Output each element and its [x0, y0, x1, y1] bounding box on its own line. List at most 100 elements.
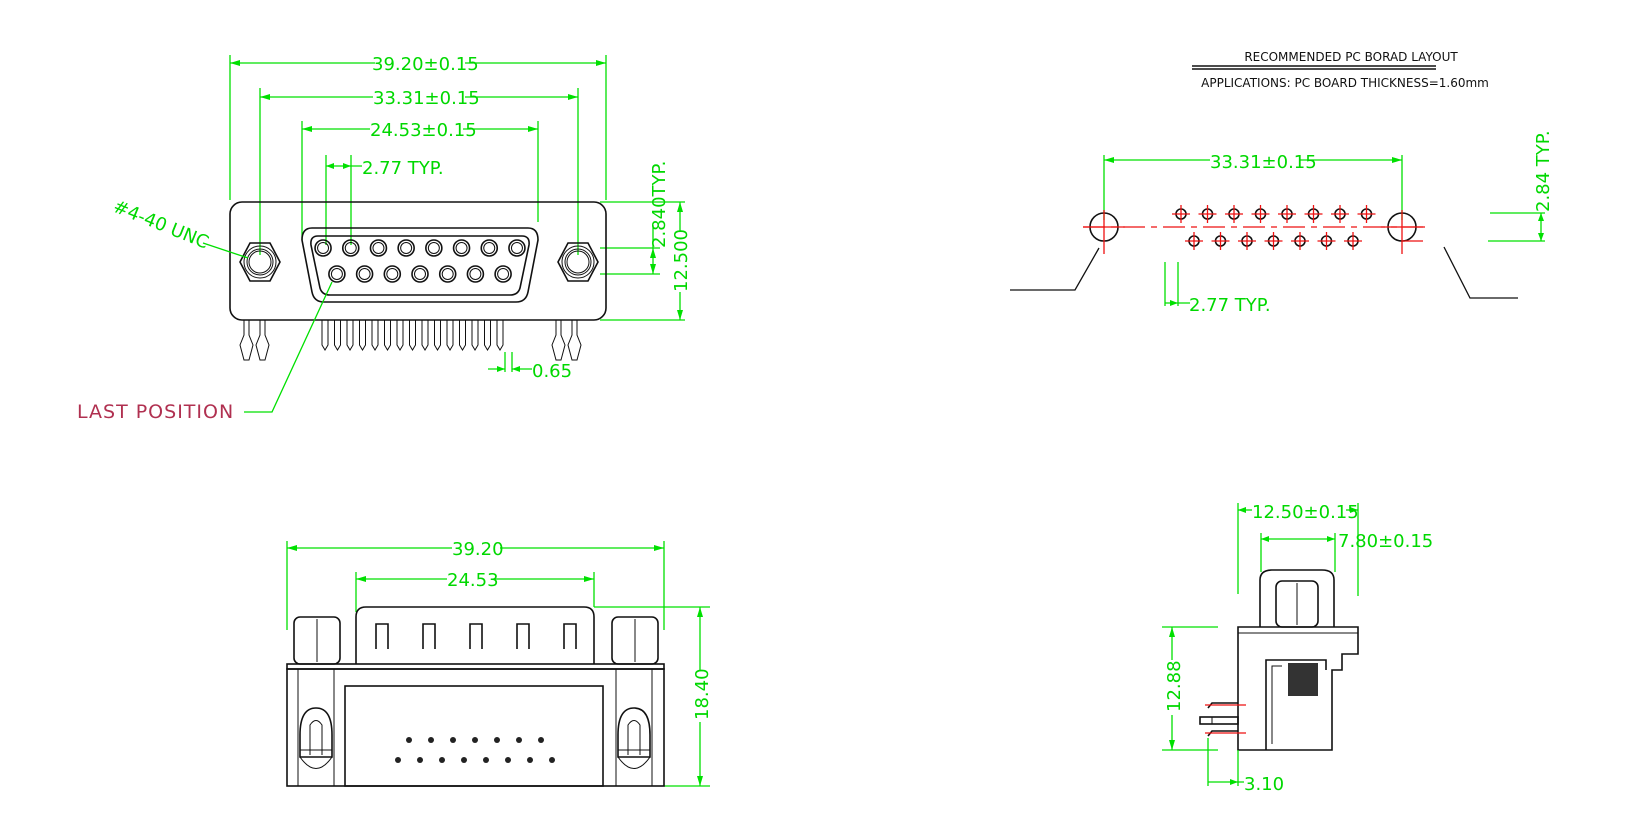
pcb-layout-view: RECOMMENDED PC BORAD LAYOUT APPLICATIONS…: [1010, 50, 1554, 316]
solder-pin: [321, 320, 329, 351]
hex-nut-right: [557, 242, 599, 282]
pin-socket: [425, 239, 443, 257]
pin-socket-inner: [510, 242, 523, 254]
pcb-dim-pitch: 2.77 TYP.: [1164, 262, 1271, 316]
boardlock-right: [615, 669, 653, 786]
dim-label-row-spacing: 2.840TYP.: [649, 161, 670, 248]
d-shell-outer: [301, 227, 539, 303]
bottom-dim-overall: 39.20: [287, 539, 664, 560]
solder-pin: [409, 320, 416, 351]
shell-slot: [469, 623, 483, 649]
bottom-shell: [355, 606, 595, 664]
dim-label-mount-holes: 33.31±0.15: [373, 88, 480, 109]
pin-socket: [494, 265, 512, 283]
connector-body: [229, 201, 607, 321]
pin-dot: [538, 737, 544, 743]
solder-pin: [446, 320, 454, 351]
pin-dot: [494, 737, 500, 743]
pin-dot: [417, 757, 423, 763]
side-screw-thread: [1288, 663, 1318, 696]
pin-socket-inner: [400, 242, 413, 254]
pin-socket: [328, 265, 346, 283]
pin-dot: [439, 757, 445, 763]
pin-socket: [355, 265, 374, 283]
solder-pin: [384, 320, 391, 351]
bottom-pin-dots: [395, 737, 555, 763]
pin-socket: [397, 239, 415, 257]
boardlock-leg: [567, 320, 582, 361]
dim-mount-holes: 33.31±0.15: [260, 88, 578, 109]
dim-overall-width: 39.20±0.15: [230, 54, 606, 75]
solder-pin: [334, 320, 341, 351]
bottom-hex-nut-left: [293, 616, 341, 665]
pcb-pin-holes: [1172, 205, 1376, 250]
solder-pin: [434, 320, 441, 351]
pin-dot: [516, 737, 522, 743]
pcb-pin-hole: [1251, 205, 1270, 223]
bottom-insert: [344, 685, 604, 787]
pcb-pin-hole: [1172, 205, 1190, 223]
pin-dot: [406, 737, 412, 743]
side-view: 12.50±0.15 7.80±0.15: [1162, 502, 1433, 795]
solder-pin: [371, 320, 379, 351]
dim-label-height: 12.500: [671, 229, 692, 292]
dim-label-pitch: 2.77 TYP.: [362, 158, 444, 179]
dim-label-pin-width: 0.65: [532, 361, 572, 382]
pin-dot: [527, 757, 533, 763]
pcb-pin-hole: [1304, 205, 1323, 223]
dim-height: 12.500: [671, 202, 692, 320]
d-shell-inner: [310, 235, 530, 296]
bottom-dim-shell: 24.53: [356, 570, 594, 591]
shell-slot: [422, 623, 436, 649]
dim-shell-width: 24.53±0.15: [302, 120, 538, 141]
last-position-label: LAST POSITION: [77, 401, 234, 423]
solder-pin: [421, 320, 429, 351]
pin-socket-inner: [483, 242, 496, 254]
dim-label-shell: 24.53±0.15: [370, 120, 477, 141]
boardlock-left: [297, 669, 335, 786]
pcb-pin-hole: [1291, 232, 1309, 250]
pin-socket-inner: [427, 242, 440, 254]
front-pcb-legs: [239, 320, 582, 361]
pin-socket: [411, 265, 429, 283]
pin-socket: [369, 239, 388, 257]
pcb-pin-hole: [1185, 232, 1203, 250]
side-pins: [1199, 702, 1246, 737]
bottom-dim-label-height: 18.40: [692, 668, 713, 720]
pin-socket: [314, 239, 332, 257]
pcb-pin-hole: [1357, 205, 1376, 223]
pin-socket: [383, 265, 402, 283]
pin-dot: [461, 757, 467, 763]
pin-socket: [508, 239, 526, 257]
pin-socket-inner: [372, 242, 385, 254]
pcb-dim-mount-holes: 33.31±0.15: [1103, 152, 1403, 220]
bottom-shell-slots: [375, 623, 577, 649]
pcb-layout-title: RECOMMENDED PC BORAD LAYOUT: [1244, 50, 1458, 64]
pin-socket-inner: [330, 268, 343, 280]
pcb-mount-hole-left: [1083, 210, 1125, 254]
side-dim-label-pin-offset: 3.10: [1244, 774, 1284, 795]
bottom-dim-label-overall: 39.20: [452, 539, 504, 560]
side-dim-pin-offset: 3.10: [1208, 774, 1284, 795]
pin-dot: [472, 737, 478, 743]
side-bracket: [1265, 659, 1327, 750]
front-pin-grid: [314, 239, 526, 283]
solder-pin: [396, 320, 404, 351]
side-body: [1237, 626, 1359, 751]
boardlock-leg: [551, 320, 566, 361]
pin-dot: [450, 737, 456, 743]
pin-socket-inner: [497, 268, 510, 280]
pin-socket: [480, 239, 499, 257]
solder-pin: [471, 320, 479, 351]
pin-dot: [395, 757, 401, 763]
dim-pin-width: 0.65: [488, 352, 572, 382]
pcb-dim-row-spacing: 2.84 TYP.: [1488, 130, 1554, 242]
pcb-pin-hole: [1225, 205, 1243, 223]
side-dim-shell-depth: 7.80±0.15: [1261, 531, 1433, 552]
pin-dot: [549, 757, 555, 763]
solder-pin: [459, 320, 466, 351]
solder-pin: [484, 320, 491, 351]
pcb-dim-label-row-spacing: 2.84 TYP.: [1533, 130, 1554, 212]
pcb-pin-hole: [1331, 205, 1349, 223]
